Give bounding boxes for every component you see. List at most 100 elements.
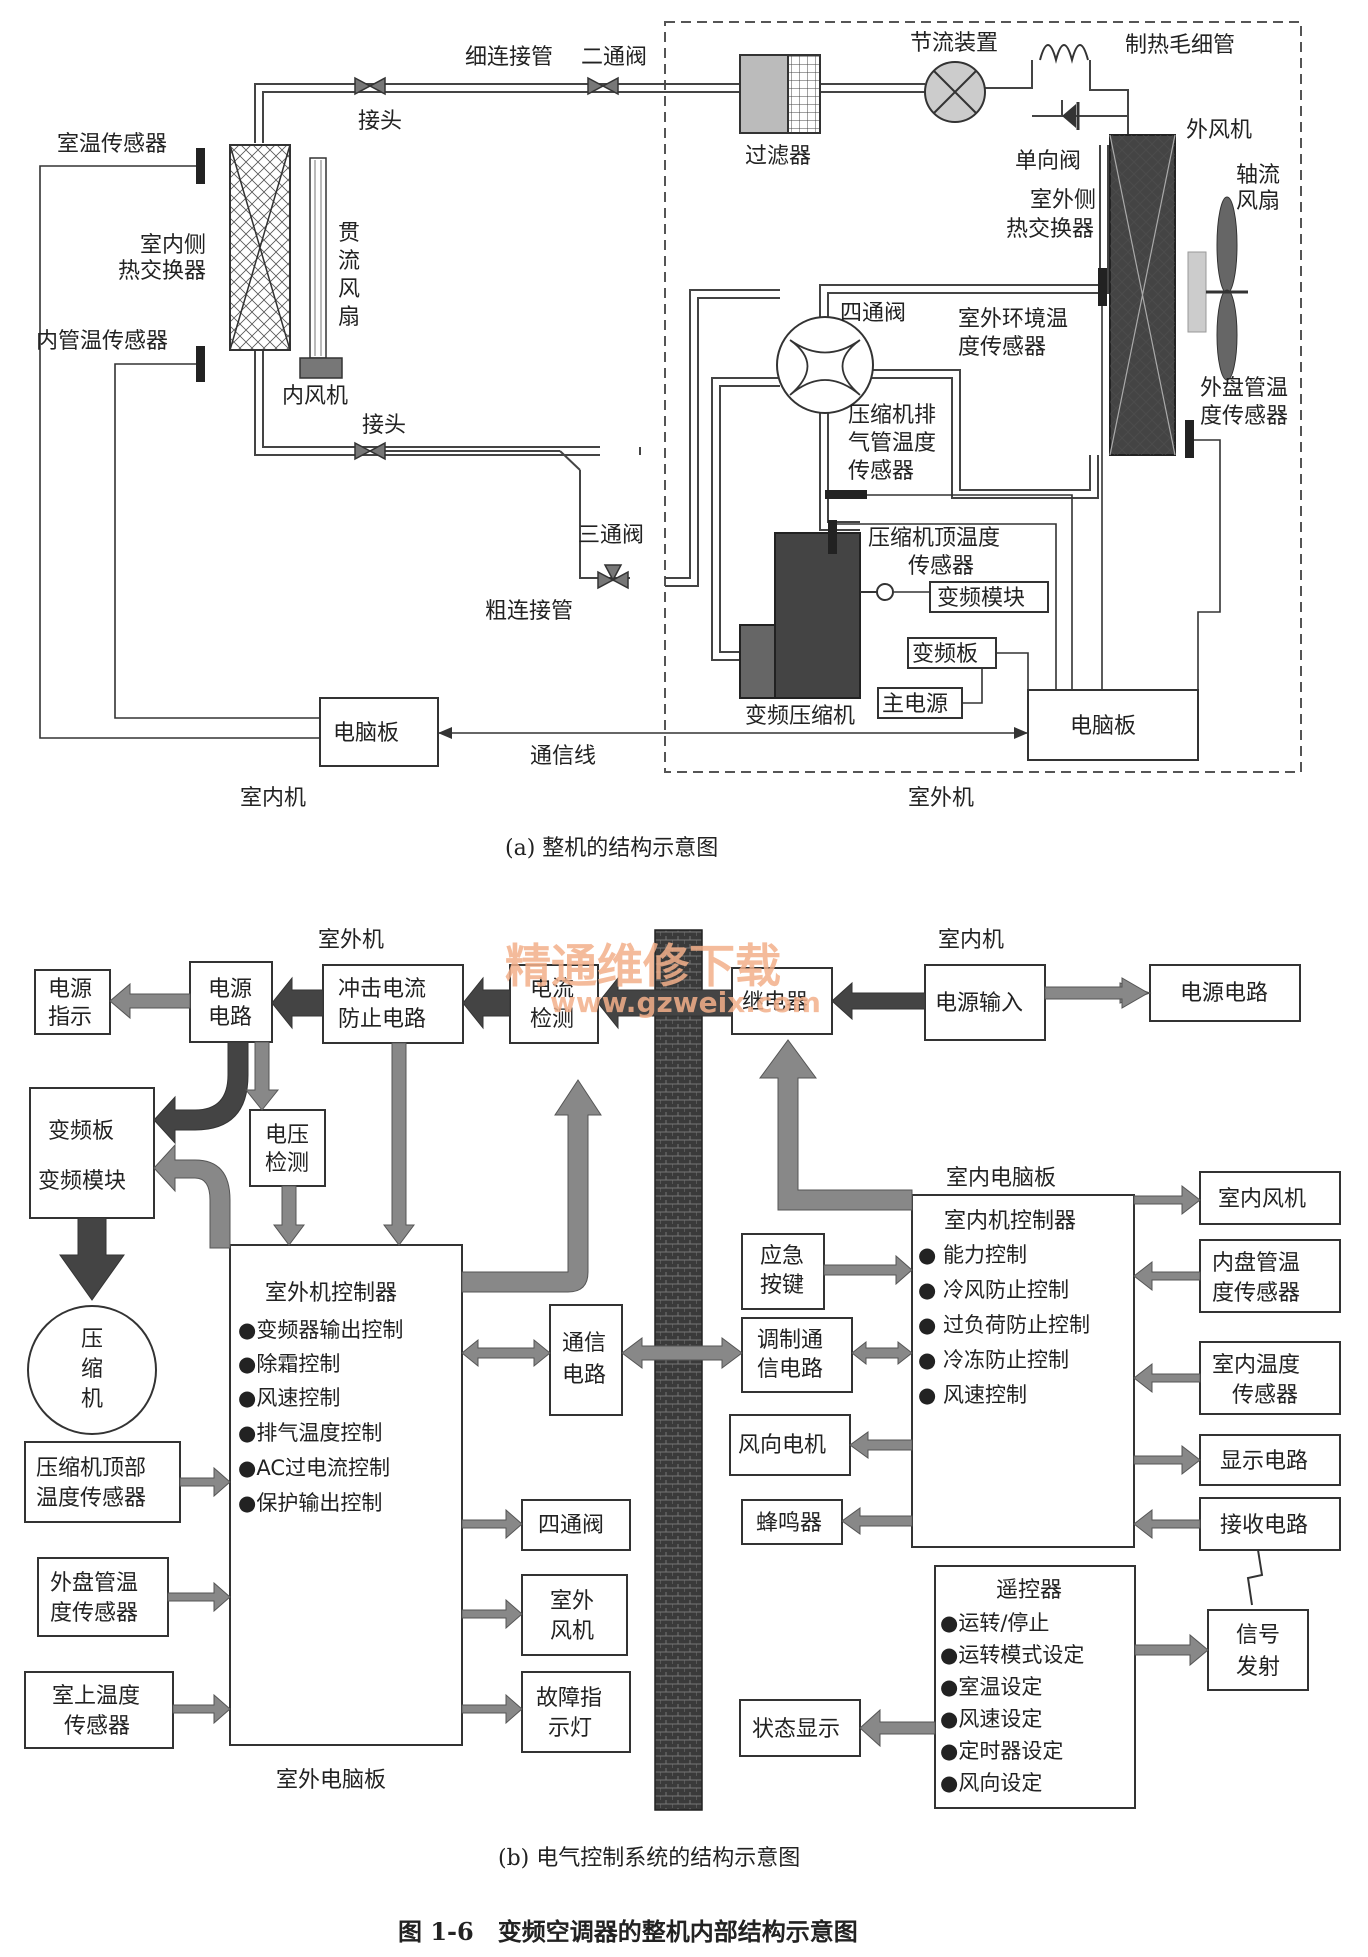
label-discharge-sensor-2: 气管温度 [848,431,936,456]
label-indoor-unit: 室内机 [240,786,306,811]
text-louver-motor: 风向电机 [738,1433,826,1458]
modulation-circuit-box [741,1317,853,1393]
label-room-temp-sensor: 室温传感器 [57,132,167,157]
indoor-fan-motor [299,357,343,379]
text-indoor-item-1: ● 冷风防止控制 [918,1278,1069,1302]
text-outdoor-item-3: ●排气温度控制 [238,1421,382,1445]
text-indoor-pcb-title: 室内电脑板 [946,1166,1056,1191]
text-compressor-3: 机 [81,1387,103,1412]
text-voltage-detect-1: 电压 [265,1123,309,1148]
inner-pipe-sensor-box [1199,1239,1341,1313]
text-outdoor-item-2: ●风速控制 [238,1386,340,1410]
text-inverter-board: 变频板 [48,1119,114,1144]
wireless-signal-icon [1246,1549,1264,1606]
four-way-valve-box [521,1499,631,1551]
check-valve-icon [1062,102,1080,130]
outdoor-pcb-box [1027,689,1199,761]
label-b-indoor-title: 室内机 [938,928,1004,953]
label-discharge-sensor-3: 传感器 [848,459,914,484]
text-remote-item-2: ●室温设定 [940,1675,1042,1699]
text-compressor-1: 压 [81,1327,103,1352]
surge-protection-box [322,964,464,1044]
label-main-power: 主电源 [882,692,948,717]
inverter-board-box-b [29,1087,155,1219]
label-outdoor-hx-2: 热交换器 [1006,217,1094,242]
text-outer-coil-sensor-2: 度传感器 [50,1601,138,1626]
part-a-diagram [39,21,1302,773]
text-inverter-module: 变频模块 [38,1169,126,1194]
label-indoor-hx-2: 热交换器 [118,259,206,284]
outer-coil-sensor-icon [1185,420,1194,458]
label-crossflow-4: 扇 [338,305,360,330]
part-b-labels: 室外机 室内机 电源 指示 电源 电路 冲击电流 防止电路 电流 检测 继电器 … [36,928,1308,1871]
compressor-circle [27,1305,157,1435]
text-four-way-valve: 四通阀 [538,1513,604,1538]
text-remote-title: 遥控器 [996,1578,1062,1603]
text-indoor-item-4: ● 风速控制 [918,1383,1027,1407]
text-surge-1: 冲击电流 [338,977,426,1002]
power-input-box [924,964,1046,1041]
text-remote-item-1: ●运转模式设定 [940,1643,1084,1667]
indoor-controller-box [911,1194,1135,1548]
caption-part-a: (a) 整机的结构示意图 [505,836,718,861]
text-outdoor-pcb-title: 室外电脑板 [276,1768,386,1793]
relay-box [731,967,833,1035]
label-inverter-compressor: 变频压缩机 [745,704,855,729]
label-indoor-pcb: 电脑板 [333,721,399,746]
text-room-sensor-out-2: 传感器 [64,1714,130,1739]
text-voltage-detect-2: 检测 [265,1151,309,1176]
inner-pipe-sensor-icon [196,346,205,382]
outdoor-fan-motor [1187,251,1207,333]
label-two-way-valve: 二通阀 [581,45,647,70]
text-relay: 继电器 [742,990,808,1015]
watermark-url: www.gzweix.com [550,986,821,1019]
inverter-compressor-icon [774,532,861,699]
top-temp-sensor-box [24,1441,181,1523]
text-compressor-2: 缩 [81,1357,103,1382]
refrigerant-pipes [254,60,1129,661]
text-power-indicator-2: 指示 [48,1005,92,1030]
text-emergency-1: 应急 [760,1244,804,1269]
part-b-diagram [24,929,1341,1811]
text-remote-item-5: ●风向设定 [940,1771,1042,1795]
text-outdoor-item-1: ●除霜控制 [238,1352,340,1376]
receive-circuit-box [1199,1497,1341,1551]
text-power-input: 电源输入 [935,991,1023,1016]
label-inner-pipe-sensor: 内管温传感器 [36,329,168,354]
label-discharge-sensor-1: 压缩机排 [848,403,936,428]
text-outdoor-item-4: ●AC过电流控制 [238,1456,390,1480]
text-fault-lamp-2: 示灯 [548,1716,592,1741]
text-power-circuit-1: 电源 [208,977,252,1002]
text-outdoor-item-0: ●变频器输出控制 [238,1318,403,1342]
label-joint-bottom: 接头 [362,413,406,438]
flow-arrows [59,976,1209,1748]
text-signal-tx-2: 发射 [1236,1655,1280,1680]
label-outer-coil-sensor-2: 度传感器 [1200,404,1288,429]
joint-bottom-valve-icon [354,441,386,461]
label-indoor-hx-1: 室内侧 [140,233,206,258]
text-receive-circuit: 接收电路 [1220,1513,1308,1538]
text-remote-item-0: ●运转/停止 [940,1611,1049,1635]
label-ambient-sensor-2: 度传感器 [958,335,1046,360]
text-outdoor-fan-1: 室外 [550,1589,594,1614]
ambient-sensor-icon [1098,268,1107,306]
joint-top-valve-icon [354,76,386,96]
room-temp-sensor-icon [196,148,205,184]
label-axial-fan-2: 风扇 [1236,189,1280,214]
display-circuit-box [1199,1434,1341,1486]
inverter-module-box [929,581,1049,613]
top-temp-sensor-icon [828,520,837,554]
text-modulation-1: 调制通 [757,1328,823,1353]
label-joint-top: 接头 [358,109,402,134]
voltage-detect-box [249,1109,326,1187]
text-current-detect-1: 电流 [530,977,574,1002]
text-remote-item-3: ●风速设定 [940,1707,1042,1731]
label-crossflow-3: 风 [338,277,360,302]
label-top-sensor-1: 压缩机顶温度 [868,526,1000,551]
three-way-valve-icon [597,564,629,590]
label-outdoor-hx-1: 室外侧 [1030,188,1096,213]
louver-motor-box [729,1414,851,1476]
label-indoor-fan: 内风机 [282,384,348,409]
label-thin-pipe: 细连接管 [465,45,553,70]
